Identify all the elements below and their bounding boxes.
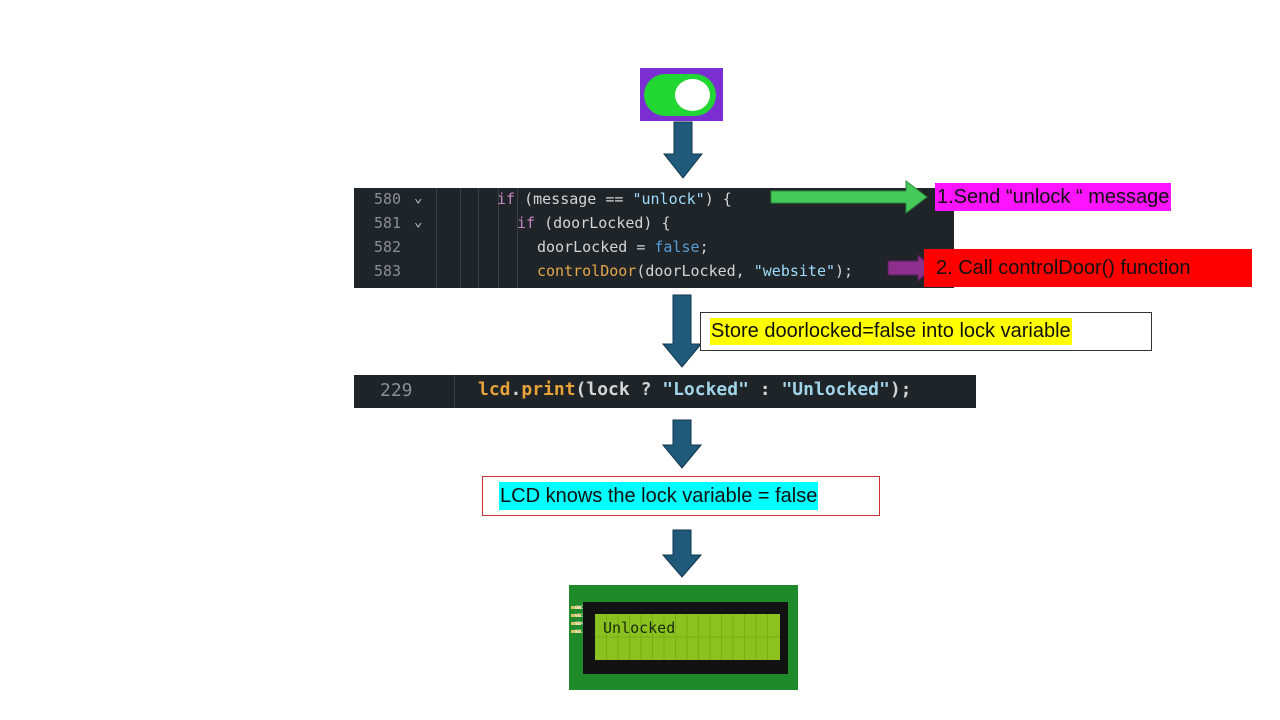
code-line: controlDoor(doorLocked, "website"); — [537, 262, 854, 280]
line-number: 229 — [380, 380, 413, 401]
lcd-pin — [571, 622, 581, 625]
step2-label: 2. Call controlDoor() function — [924, 249, 1252, 287]
toggle-knob — [675, 79, 710, 111]
lcd-pin — [571, 606, 581, 609]
down-arrow-icon — [663, 121, 703, 179]
fold-chevron-icon[interactable]: ⌄ — [414, 190, 423, 206]
lcd-pin — [571, 630, 581, 633]
code-line: if (message == "unlock") { — [497, 190, 732, 208]
code-snippet-message-handler: 580 ⌄ 581 ⌄ 582 583 if (message == "unlo… — [354, 188, 954, 288]
fold-chevron-icon[interactable]: ⌄ — [414, 214, 423, 230]
lcd-pin-label: VCC — [575, 613, 584, 618]
line-number: 581 — [374, 214, 402, 232]
down-arrow-icon — [662, 294, 702, 368]
lcd-pin-label: SDA — [575, 621, 584, 626]
code-line: lcd.print(lock ? "Locked" : "Unlocked"); — [478, 379, 912, 400]
line-number: 583 — [374, 262, 402, 280]
lcd-knows-label-box: LCD knows the lock variable = false — [482, 476, 880, 516]
step2-label-text: 2. Call controlDoor() function — [936, 257, 1191, 279]
store-label-box: Store doorlocked=false into lock variabl… — [700, 312, 1152, 351]
lcd-pin-label: GND — [575, 605, 585, 610]
down-arrow-icon — [662, 419, 702, 469]
line-number: 580 — [374, 190, 402, 208]
code-line: if (doorLocked) { — [517, 214, 671, 232]
lcd-pin-label: SCL — [575, 629, 583, 634]
lcd-pin — [571, 614, 581, 617]
line-number: 582 — [374, 238, 402, 256]
lcd-knows-label-text: LCD knows the lock variable = false — [499, 482, 819, 510]
lcd-display-text: Unlocked — [603, 619, 676, 637]
lcd-character-grid — [595, 614, 780, 660]
store-label-text: Store doorlocked=false into lock variabl… — [710, 318, 1072, 345]
right-arrow-icon — [770, 180, 928, 214]
step1-label: 1.Send “unlock “ message — [935, 183, 1172, 211]
down-arrow-icon — [662, 529, 702, 578]
code-line: doorLocked = false; — [537, 238, 709, 256]
code-snippet-lcd-print: 229 lcd.print(lock ? "Locked" : "Unlocke… — [354, 375, 976, 408]
